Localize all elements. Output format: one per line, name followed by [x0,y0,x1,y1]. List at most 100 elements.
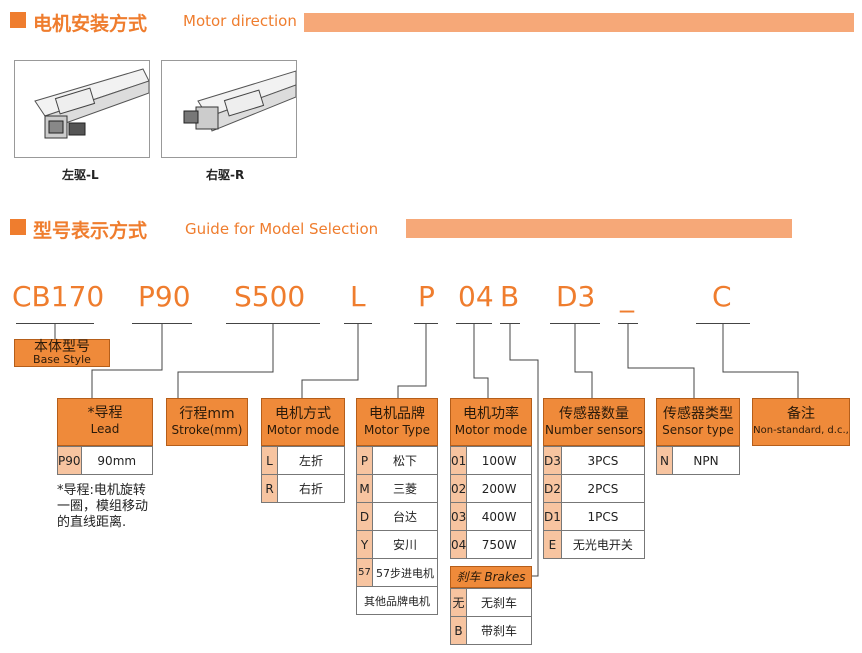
section1-title-en: Motor direction [183,12,297,30]
stroke-cn: 行程mm [179,406,235,422]
right-drive-module-icon [183,70,296,132]
section2-title-cn: 型号表示方式 [33,220,148,242]
option-key: B [450,616,467,645]
code-motor-type: P [418,280,435,313]
motor-mode-cn: 电机方式 [275,406,331,422]
lead-box: *导程 Lead [57,398,153,446]
code-base: CB170 [12,280,105,313]
option-key: N [656,446,673,475]
option-value: 左折 [277,446,345,475]
section-marker [10,12,26,28]
motor-type-cn: 电机品牌 [369,406,425,422]
option-key: D1 [543,502,562,531]
sensor-type-box: 传感器类型 Sensor type [656,398,740,446]
code-stroke: S500 [234,280,306,313]
code-remark: C [712,280,732,313]
code-lead: P90 [138,280,191,313]
left-drive-image [14,60,150,158]
option-value: 右折 [277,474,345,503]
remark-en: Non-standard, d.c., [753,425,849,436]
option-value: 无光电开关 [560,530,646,559]
left-drive-label: 左驱-L [62,168,99,182]
option-value: NPN [672,446,740,475]
option-key: R [261,474,278,503]
sensor-count-en: Number sensors [544,423,644,437]
option-key: 02 [449,474,468,503]
option-key: D3 [543,446,562,475]
code-sensor-type: _ [620,280,634,313]
code-brake: B [500,280,520,313]
option-key: Y [356,530,373,559]
sensor-count-cn: 传感器数量 [559,406,629,422]
motor-type-en: Motor Type [363,423,431,437]
sensor-type-cn: 传感器类型 [663,406,733,422]
sensor-type-en: Sensor type [662,423,734,437]
option-key: 01 [449,446,468,475]
option-value: 安川 [372,530,438,559]
right-drive-image [161,60,297,158]
brakes-row: 无无刹车 [450,588,532,617]
motor-mode-options: L 左折 R 右折 [261,446,345,503]
option-value: 2PCS [560,474,646,503]
motor-type-row: 其他品牌电机 [356,586,438,615]
option-value: 台达 [372,502,438,531]
remark-box: 备注 Non-standard, d.c., [752,398,850,446]
motor-mode-box: 电机方式 Motor mode [261,398,345,446]
section1-title-cn: 电机安装方式 [33,13,148,35]
option-key: P [356,446,373,475]
motor-mode-row: R 右折 [261,474,345,503]
option-key: L [261,446,278,475]
option-value: 1PCS [560,502,646,531]
lead-options: P90 90mm [57,446,154,475]
lead-cn: *导程 [87,405,123,421]
code-sensor-count: D3 [556,280,596,313]
section1-bar [304,13,854,32]
motor-power-cn: 电机功率 [463,406,519,422]
code-motor-power: 04 [458,280,494,313]
base-style-box: 本体型号 Base Style [14,339,110,367]
option-key: P90 [57,446,82,475]
option-value: 400W [466,502,532,531]
option-key: 04 [449,530,468,559]
lead-note: *导程:电机旋转一圈，模组移动的直线距离. [57,483,149,530]
option-value: 90mm [80,446,154,475]
code-motor-mode: L [350,280,366,313]
option-value: 三菱 [372,474,438,503]
section2-title-en: Guide for Model Selection [185,220,379,238]
stroke-box: 行程mm Stroke(mm) [166,398,248,446]
left-drive-module-icon [34,68,149,139]
option-key: 03 [449,502,468,531]
other-brand: 其他品牌电机 [356,586,438,615]
option-value: 750W [466,530,532,559]
option-value: 松下 [372,446,438,475]
lead-option-row: P90 90mm [57,446,154,475]
stroke-en: Stroke(mm) [171,423,243,437]
option-key: D [356,502,373,531]
motor-power-en: Motor mode [454,423,528,437]
lead-en: Lead [90,422,120,436]
section2-bar [406,219,792,238]
option-value: 3PCS [560,446,646,475]
option-value: 200W [466,474,532,503]
option-value: 57步进电机 [372,558,438,587]
option-key: D2 [543,474,562,503]
sensor-count-box: 传感器数量 Number sensors [543,398,645,446]
option-value: 无刹车 [466,588,532,617]
brakes-label: 刹车 Brakes [456,570,526,584]
option-key: E [543,530,562,559]
